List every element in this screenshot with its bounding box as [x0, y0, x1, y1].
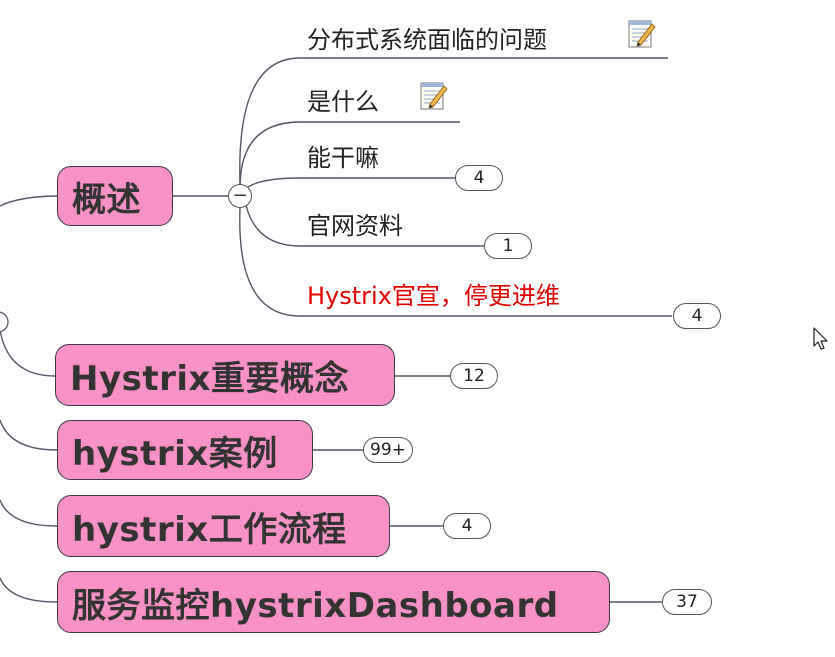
collapse-button[interactable]: −: [228, 184, 252, 208]
connector-left-trunk-4: [0, 499, 58, 527]
subtopic-what-can-do[interactable]: 能干嘛: [307, 144, 379, 172]
note-icon[interactable]: [626, 18, 656, 50]
connector-sub-4: [245, 204, 484, 247]
subtopic-hystrix-announcement[interactable]: Hystrix官宣，停更进维: [307, 282, 560, 310]
count-badge-what-can-do[interactable]: 4: [455, 165, 503, 191]
topic-hystrix-examples-label: hystrix案例: [72, 433, 278, 474]
topic-overview[interactable]: 概述: [57, 166, 173, 226]
count-badge-hystrix-announcement[interactable]: 4: [673, 303, 721, 329]
count-badge-official-docs[interactable]: 1: [484, 233, 532, 259]
topic-hystrix-workflow-label: hystrix工作流程: [72, 509, 347, 550]
subtopic-distributed-problems[interactable]: 分布式系统面临的问题: [307, 26, 547, 54]
topic-hystrix-workflow[interactable]: hystrix工作流程: [57, 495, 390, 557]
topic-overview-label: 概述: [72, 179, 141, 220]
connector-sub-3: [247, 177, 455, 188]
connector-left-trunk-3: [0, 419, 58, 451]
connector-left-trunk-top: [0, 195, 61, 207]
connector-sub-2: [239, 121, 460, 189]
mouse-cursor-icon: [813, 327, 828, 350]
topic-hystrix-examples[interactable]: hystrix案例: [57, 420, 313, 480]
topic-hystrix-dashboard[interactable]: 服务监控hystrixDashboard: [57, 571, 610, 633]
connector-sub-1: [239, 57, 668, 185]
subtopic-what-is[interactable]: 是什么: [307, 88, 379, 116]
connector-left-trunk-5: [0, 577, 58, 603]
connector-sub-5: [239, 207, 672, 317]
count-badge-hystrix-dashboard[interactable]: 37: [662, 589, 712, 615]
topic-hystrix-dashboard-label: 服务监控hystrixDashboard: [72, 585, 559, 626]
count-badge-hystrix-workflow[interactable]: 4: [443, 513, 491, 539]
count-badge-hystrix-examples[interactable]: 99+: [363, 437, 413, 463]
topic-hystrix-concepts-label: Hystrix重要概念: [70, 358, 349, 399]
topic-hystrix-concepts[interactable]: Hystrix重要概念: [55, 344, 395, 406]
subtopic-official-docs[interactable]: 官网资料: [307, 212, 403, 240]
connector-left-trunk-2: [0, 329, 56, 377]
offscreen-collapse-button: [0, 311, 9, 333]
count-badge-hystrix-concepts[interactable]: 12: [450, 363, 498, 389]
note-icon[interactable]: [418, 80, 448, 112]
